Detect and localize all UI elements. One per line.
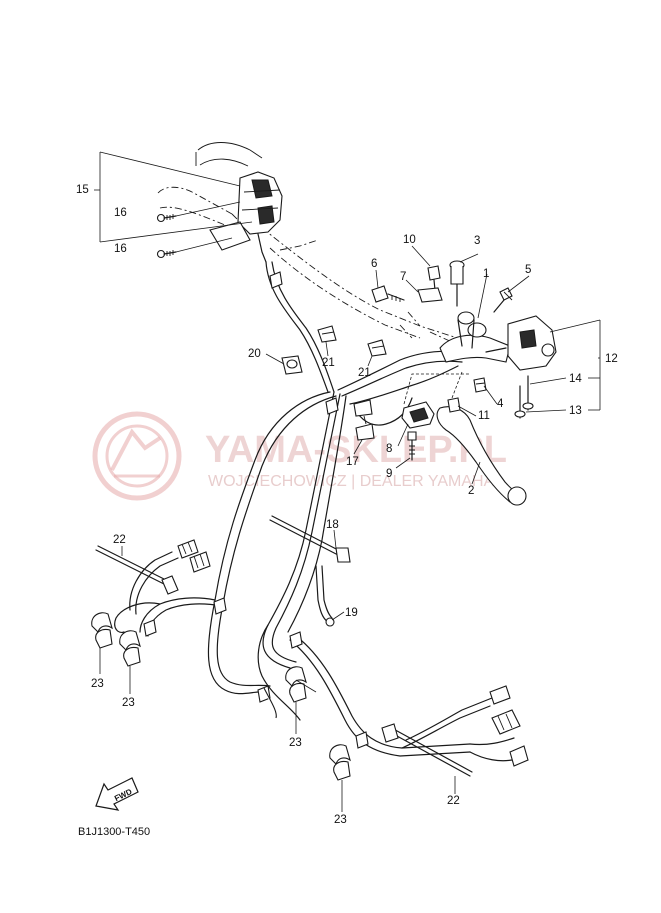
clamp-21-left — [317, 325, 337, 343]
clip-19 — [315, 565, 335, 627]
callout-3: 3 — [474, 235, 480, 247]
callout-22-right: 22 — [447, 795, 460, 807]
left-handlebar-switch — [209, 171, 283, 263]
callout-12: 12 — [605, 353, 618, 365]
callout-18: 18 — [326, 519, 339, 531]
clamp-20 — [281, 355, 303, 375]
callout-16-upper: 16 — [114, 207, 127, 219]
clutch-lever-holder — [439, 311, 511, 363]
screws-13-14 — [514, 375, 534, 419]
callout-14: 14 — [569, 373, 582, 385]
callout-13: 13 — [569, 405, 582, 417]
clamp-23-c — [285, 666, 307, 703]
callout-22-left: 22 — [113, 534, 126, 546]
callout-23-d: 23 — [334, 814, 347, 826]
callout-23-c: 23 — [289, 737, 302, 749]
bolt-5 — [493, 287, 513, 313]
callout-5: 5 — [525, 264, 531, 276]
callout-8: 8 — [386, 443, 392, 455]
connector-right-a — [489, 685, 511, 705]
callout-19: 19 — [345, 607, 358, 619]
diagram-code: B1J1300-T450 — [78, 826, 150, 838]
clutch-lever-2 — [436, 406, 527, 506]
band-18 — [269, 515, 351, 563]
bolt-6 — [371, 285, 405, 303]
callout-20: 20 — [248, 348, 261, 360]
connector-right-b — [491, 709, 521, 735]
fwd-arrow-icon: FWD — [95, 777, 139, 811]
callout-2: 2 — [468, 485, 474, 497]
callout-16-lower: 16 — [114, 243, 127, 255]
clamp-23-b — [119, 630, 141, 667]
right-switch-12 — [485, 315, 557, 371]
clamp-23-a — [91, 612, 113, 649]
connector-left-b — [189, 551, 211, 573]
callout-6: 6 — [371, 258, 377, 270]
watermark-logo-icon — [92, 411, 182, 501]
switch-8 — [401, 401, 435, 429]
nut-4 — [473, 377, 487, 393]
callout-23-a: 23 — [91, 678, 104, 690]
clamp-21-right — [367, 339, 387, 357]
callouts: 1 2 3 4 5 6 7 8 9 10 11 12 13 14 15 16 1… — [76, 184, 618, 826]
screw-16-lower — [156, 249, 177, 259]
callout-1: 1 — [483, 268, 489, 280]
watermark-dealer: WOJCIECHOWICZ | DEALER YAMAHA — [208, 473, 495, 490]
callout-9: 9 — [386, 468, 392, 480]
callout-21-left: 21 — [322, 357, 335, 369]
callout-21-right: 21 — [358, 367, 371, 379]
leader-lines — [94, 151, 601, 812]
clamp-17 — [353, 399, 375, 441]
band-22-right — [381, 723, 473, 777]
band-22-left — [95, 545, 179, 595]
harness-clamps — [143, 271, 369, 749]
callout-7: 7 — [400, 271, 406, 283]
plate-7 — [417, 287, 443, 303]
callout-4: 4 — [497, 398, 504, 410]
callout-11: 11 — [478, 410, 490, 422]
collar-11 — [447, 397, 461, 413]
screw-16-upper — [156, 213, 177, 223]
clamp-23-d — [329, 744, 351, 781]
connector-left-a — [177, 539, 199, 559]
callout-17: 17 — [346, 456, 359, 468]
callout-23-b: 23 — [122, 697, 135, 709]
callout-15: 15 — [76, 184, 89, 196]
bolt-3 — [449, 260, 465, 307]
screw-9 — [407, 431, 417, 461]
wiring-harness — [114, 261, 515, 762]
connector-right-c — [509, 745, 529, 767]
callout-10: 10 — [403, 234, 416, 246]
